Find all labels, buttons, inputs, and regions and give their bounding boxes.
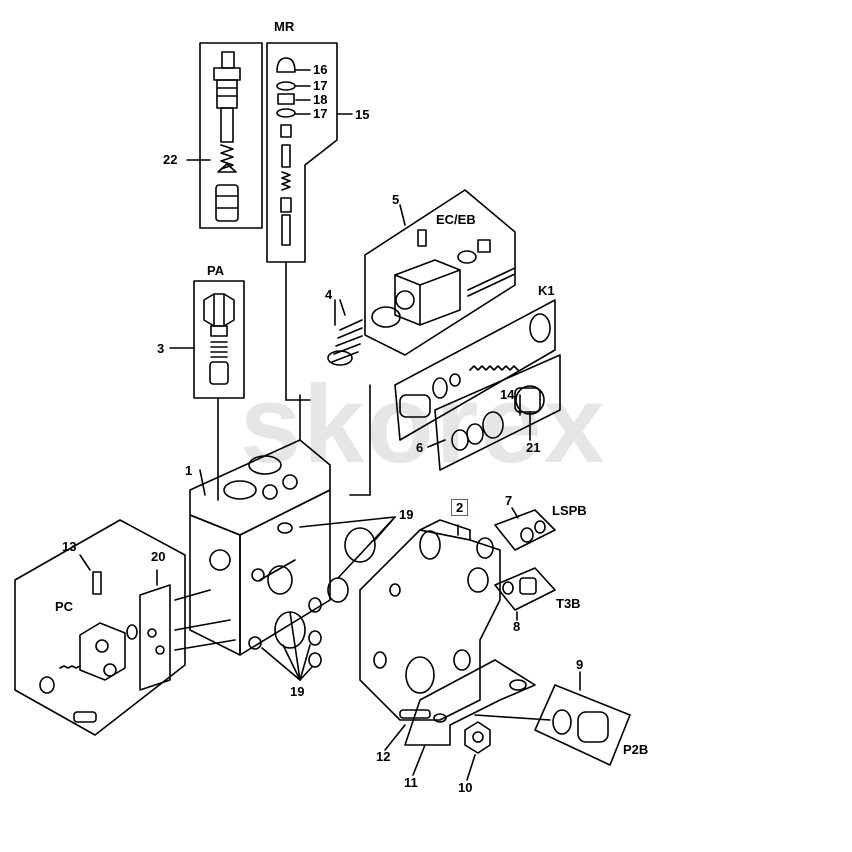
part-13-pressure-compensator[interactable] [39, 571, 138, 723]
callout-1[interactable]: 1 [185, 463, 193, 478]
mr-leaders [186, 69, 353, 401]
group-label-p2b: P2B [623, 742, 649, 757]
callout-12[interactable]: 12 [376, 749, 391, 764]
part-2-end-plate[interactable] [359, 519, 501, 721]
part-7-plug[interactable] [520, 520, 546, 543]
group-label-mr: MR [274, 19, 295, 34]
k1-components[interactable] [399, 313, 551, 418]
part-5-electric-control[interactable] [371, 229, 516, 328]
part-20-gasket[interactable] [139, 569, 171, 691]
group-label-k1: K1 [538, 283, 555, 298]
callout-16[interactable]: 16 [313, 62, 328, 77]
callout-9[interactable]: 9 [576, 657, 584, 672]
callout-20[interactable]: 20 [151, 549, 166, 564]
lspb-group-box [494, 507, 556, 551]
part-1-valve-body[interactable] [189, 394, 331, 656]
callout-5[interactable]: 5 [392, 192, 400, 207]
callout-7[interactable]: 7 [505, 493, 513, 508]
callout-3[interactable]: 3 [157, 341, 165, 356]
group-label-pa: PA [207, 263, 225, 278]
group-label-t3b: T3B [556, 596, 581, 611]
part-8-plug[interactable] [502, 577, 537, 595]
callout-8[interactable]: 8 [513, 619, 521, 634]
pc-group-box [14, 519, 186, 736]
misc-leaders [199, 299, 531, 781]
callout-4[interactable]: 4 [325, 287, 333, 302]
group-label-lspb: LSPB [552, 503, 587, 518]
callout-17-lower[interactable]: 17 [313, 106, 328, 121]
p2b-group-box [534, 671, 631, 766]
part-4-spring[interactable] [327, 299, 363, 366]
part-15-relief-valve[interactable] [276, 57, 296, 246]
callout-19-upper[interactable]: 19 [399, 507, 414, 522]
callout-22[interactable]: 22 [163, 152, 178, 167]
callout-10[interactable]: 10 [458, 780, 473, 795]
k1-group-box [394, 299, 556, 441]
callout-14[interactable]: 14 [500, 387, 515, 402]
mr-group-box [199, 42, 338, 263]
group-label-ec-eb: EC/EB [436, 212, 476, 227]
leaders-19 [259, 384, 396, 681]
group-label-pc: PC [55, 599, 74, 614]
part-11-bracket[interactable] [404, 659, 536, 746]
callout-15[interactable]: 15 [355, 107, 370, 122]
callout-11[interactable]: 11 [404, 775, 418, 790]
callout-13[interactable]: 13 [62, 539, 77, 554]
part-12-pin[interactable] [399, 709, 431, 719]
callout-18[interactable]: 18 [313, 92, 328, 107]
t3b-group-box [494, 567, 556, 621]
part-21-group-box [434, 354, 561, 471]
part-22-cartridge[interactable] [213, 51, 241, 222]
part-10-nut[interactable] [464, 721, 491, 754]
ec-eb-group-box [364, 189, 516, 356]
callout-19-lower[interactable]: 19 [290, 684, 305, 699]
part-21-components[interactable] [451, 385, 545, 451]
pa-group-box [169, 280, 245, 501]
part-3-pressure-adjuster[interactable] [203, 293, 235, 385]
o-rings-19[interactable] [248, 522, 376, 668]
callout-2-selected[interactable]: 2 [451, 499, 469, 516]
callout-21[interactable]: 21 [526, 440, 541, 455]
callout-6[interactable]: 6 [416, 440, 424, 455]
part-9-plug[interactable] [474, 709, 609, 743]
callout-17-upper[interactable]: 17 [313, 78, 328, 93]
pc-to-body-leaders [174, 589, 236, 651]
